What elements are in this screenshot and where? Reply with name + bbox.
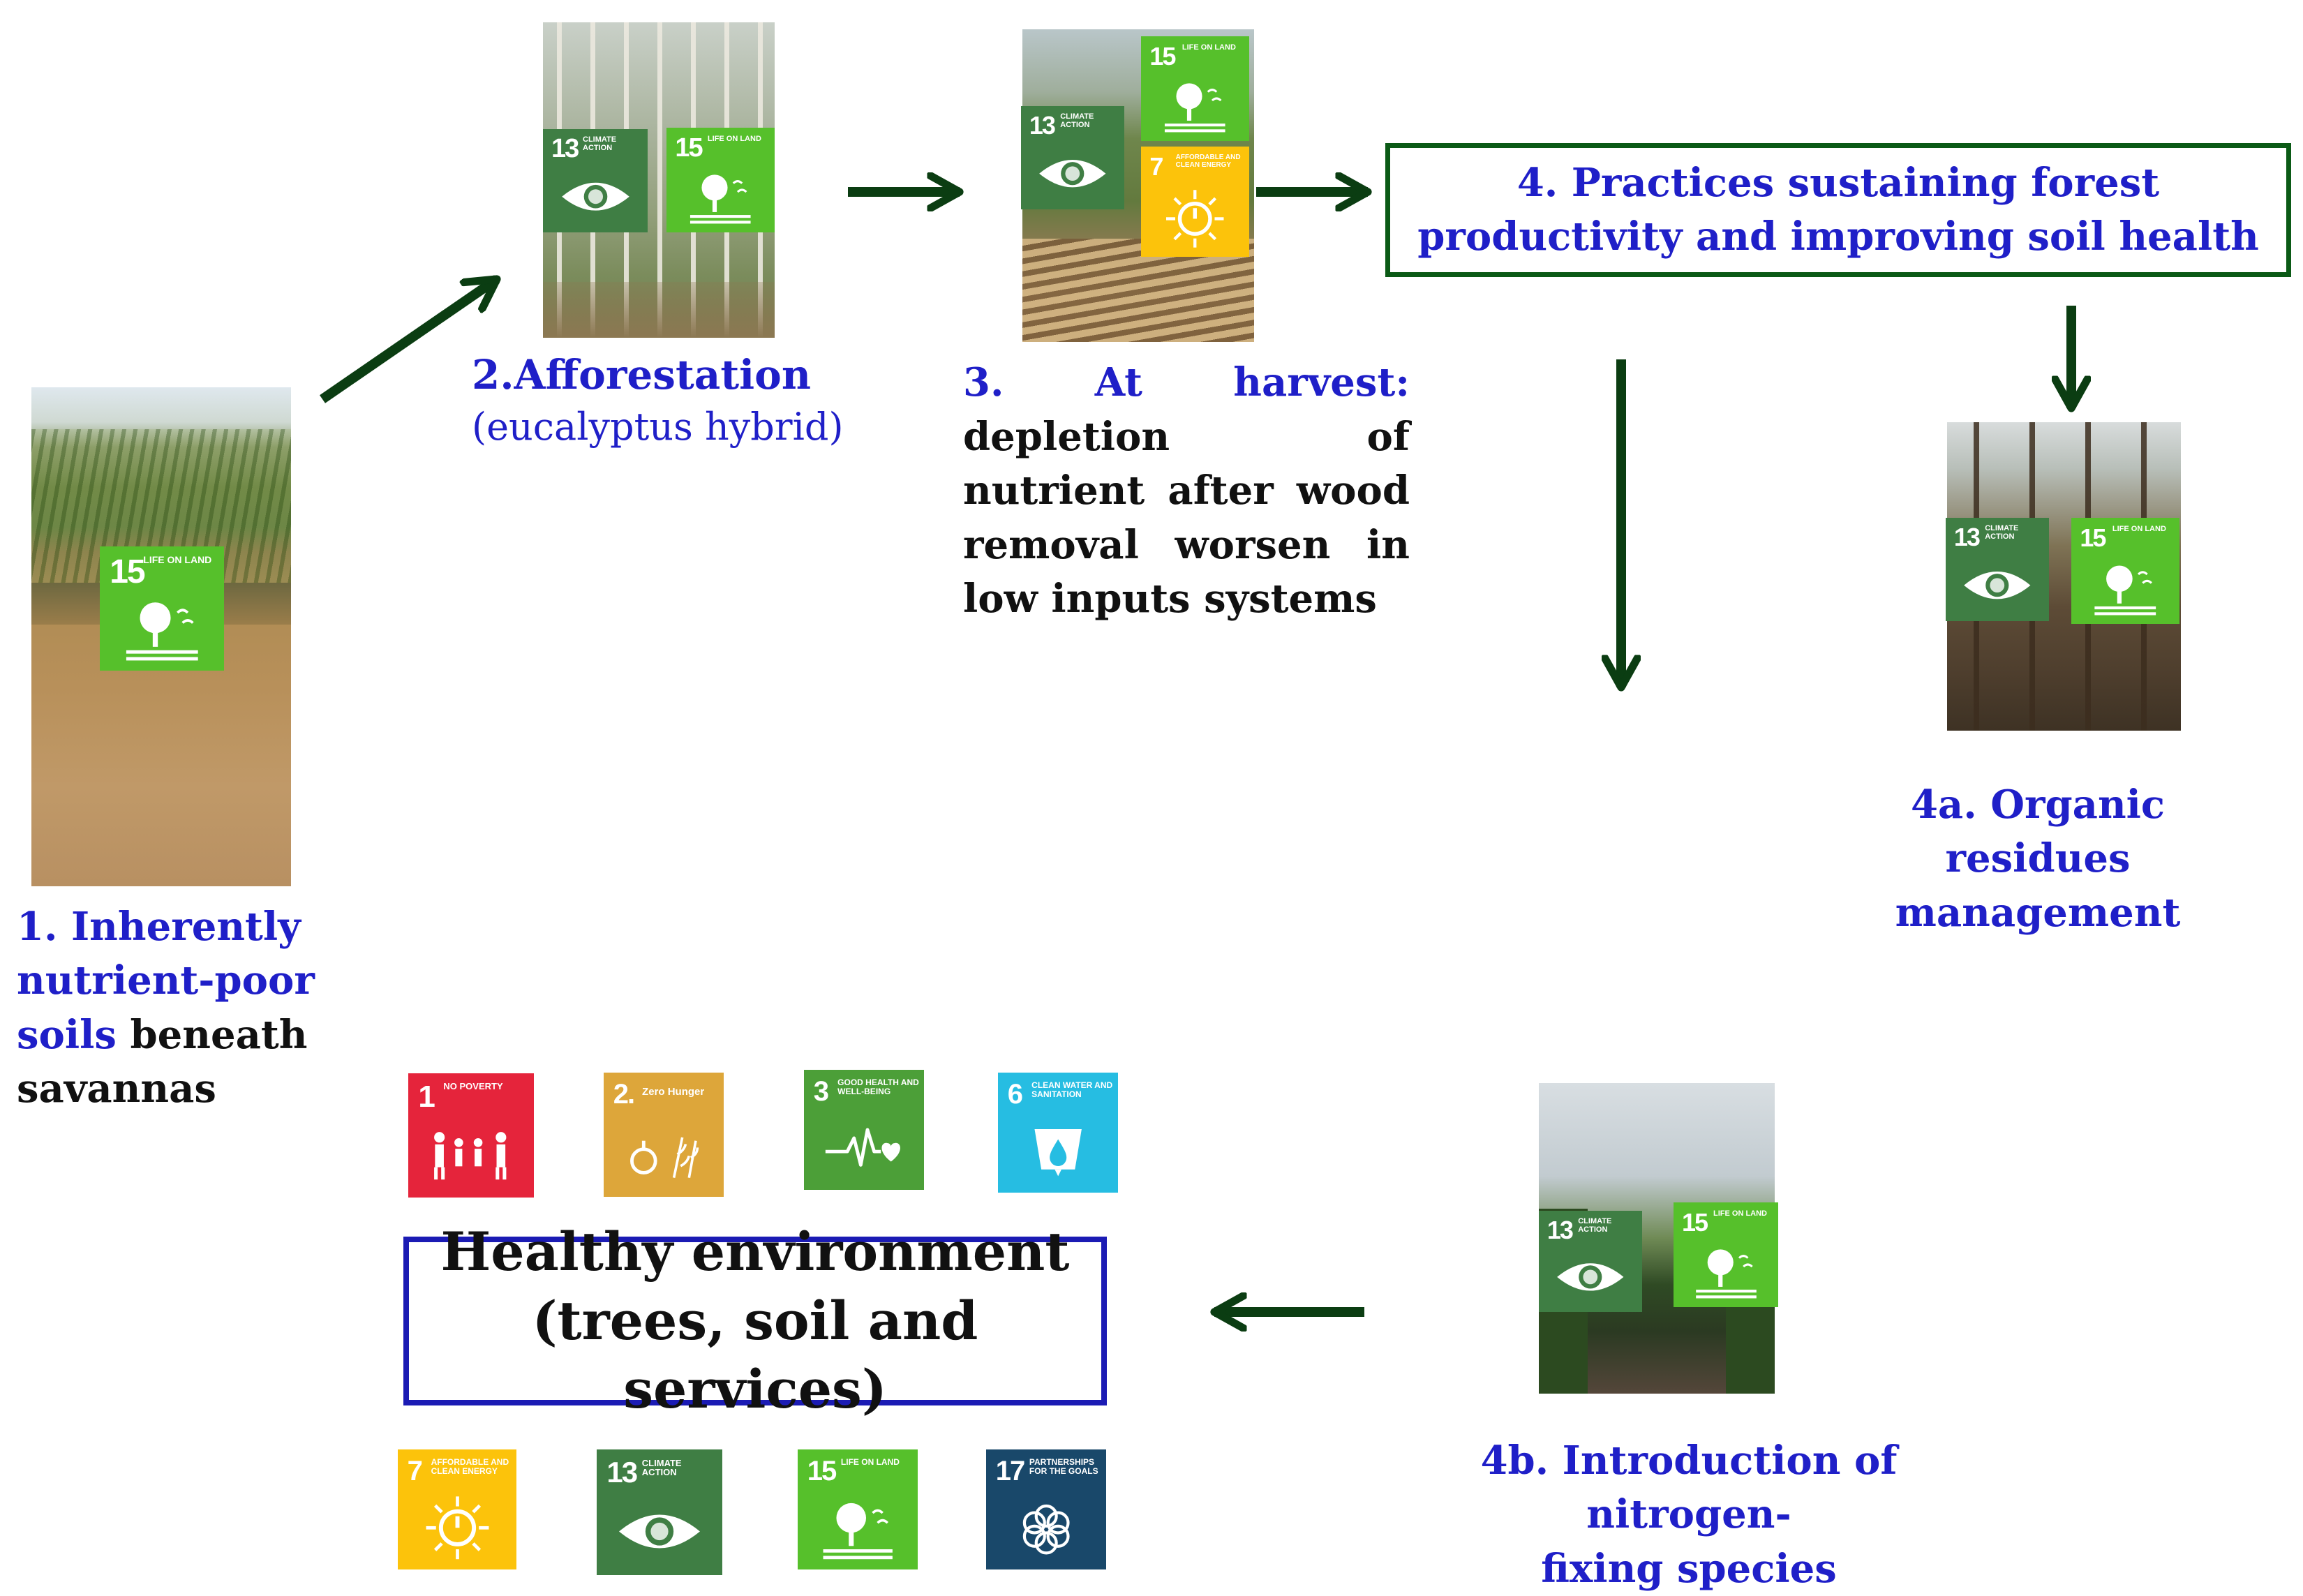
sdg13-tile-photo2: 13 Climate Action (543, 129, 648, 232)
step3-title: 3. At harvest: (963, 359, 1410, 405)
sdg13-tile-photo3: 13 Climate Action (1021, 106, 1124, 209)
sdg15-tile-photo4a: 15 Life on Land (2071, 518, 2179, 624)
sdg15-tile-photo4b: 15 Life on Land (1674, 1202, 1778, 1307)
sdg13-tile-photo4b: 13 Climate Action (1539, 1211, 1642, 1312)
sdg3-tile: 3 Good Health and Well-Being (804, 1070, 924, 1190)
step4a-caption: 4a. Organic residues management (1814, 778, 2261, 940)
step4-line1: 4. Practices sustaining forest (1516, 159, 2160, 206)
step2-title: 2.Afforestation (472, 351, 812, 398)
tree-icon (690, 174, 751, 224)
outcome-line2: (trees, soil and services) (532, 1289, 978, 1421)
tree-icon (126, 602, 198, 661)
sun-power-icon (426, 1496, 489, 1560)
flower-rings-icon (1022, 1505, 1070, 1555)
step4b-caption: 4b. Introduction of nitrogen- fixing spe… (1382, 1434, 1996, 1596)
step2-subtitle: (eucalyptus hybrid) (472, 405, 844, 449)
eye-globe-icon (619, 1514, 700, 1549)
tree-icon (1695, 1249, 1757, 1299)
sdg1-tile: 1 No Poverty (408, 1073, 534, 1198)
sun-power-icon (1166, 190, 1224, 248)
water-drop-icon (1034, 1129, 1082, 1177)
eye-globe-icon (1964, 572, 2031, 599)
sdg17-tile-bottom: 17 Partnerships for the Goals (986, 1449, 1106, 1569)
outcome-line1: Healthy environment (440, 1220, 1070, 1283)
step1-highlight: 1. Inherently nutrient-poor soils (17, 904, 315, 1058)
sdg15-tile-bottom: 15 Life on Land (798, 1449, 918, 1569)
step1-caption: 1. Inherently nutrient-poor soils beneat… (17, 900, 317, 1116)
tree-icon (1165, 83, 1225, 133)
tree-icon (2094, 565, 2156, 616)
eye-globe-icon (561, 182, 629, 211)
sdg13-tile-photo4a: 13 Climate Action (1946, 518, 2049, 621)
step4-line2: productivity and improving soil health (1417, 214, 2259, 260)
sdg15-tile-photo2: 15 Life on Land (666, 128, 775, 232)
step1-rest: beneath savannas (17, 1011, 308, 1112)
family-icon (434, 1131, 507, 1179)
sdg7-tile-photo3: 7 Affordable and Clean Energy (1141, 147, 1249, 257)
sdg15-tile-photo1: 15 Life on Land (100, 546, 224, 671)
step4b-line1: 4b. Introduction of nitrogen- (1480, 1438, 1898, 1538)
sdg13-tile-bottom: 13 Climate Action (597, 1449, 722, 1575)
step4a-line1: 4a. Organic residues (1910, 782, 2166, 882)
sdg15-tile-photo3: 15 Life on Land (1141, 36, 1249, 141)
sdg6-tile: 6 Clean Water and Sanitation (998, 1073, 1118, 1193)
step4-box: 4. Practices sustaining forest productiv… (1385, 143, 2291, 277)
heartbeat-icon (825, 1128, 900, 1168)
tree-icon (823, 1503, 893, 1560)
step4b-line2: fixing species (1541, 1545, 1837, 1592)
arrow-1-to-2 (320, 275, 497, 403)
eye-globe-icon (1557, 1263, 1624, 1291)
step3-body: depletion of nutrient after wood removal… (963, 414, 1410, 622)
sdg7-tile-bottom: 7 Affordable and Clean Energy (398, 1449, 516, 1569)
healthy-environment-box: Healthy environment (trees, soil and ser… (403, 1221, 1107, 1420)
sdg2-tile: 2. Zero Hunger (604, 1073, 724, 1197)
eye-globe-icon (1039, 160, 1106, 188)
wheat-icon (629, 1137, 699, 1178)
step4a-line2: management (1895, 889, 2181, 936)
